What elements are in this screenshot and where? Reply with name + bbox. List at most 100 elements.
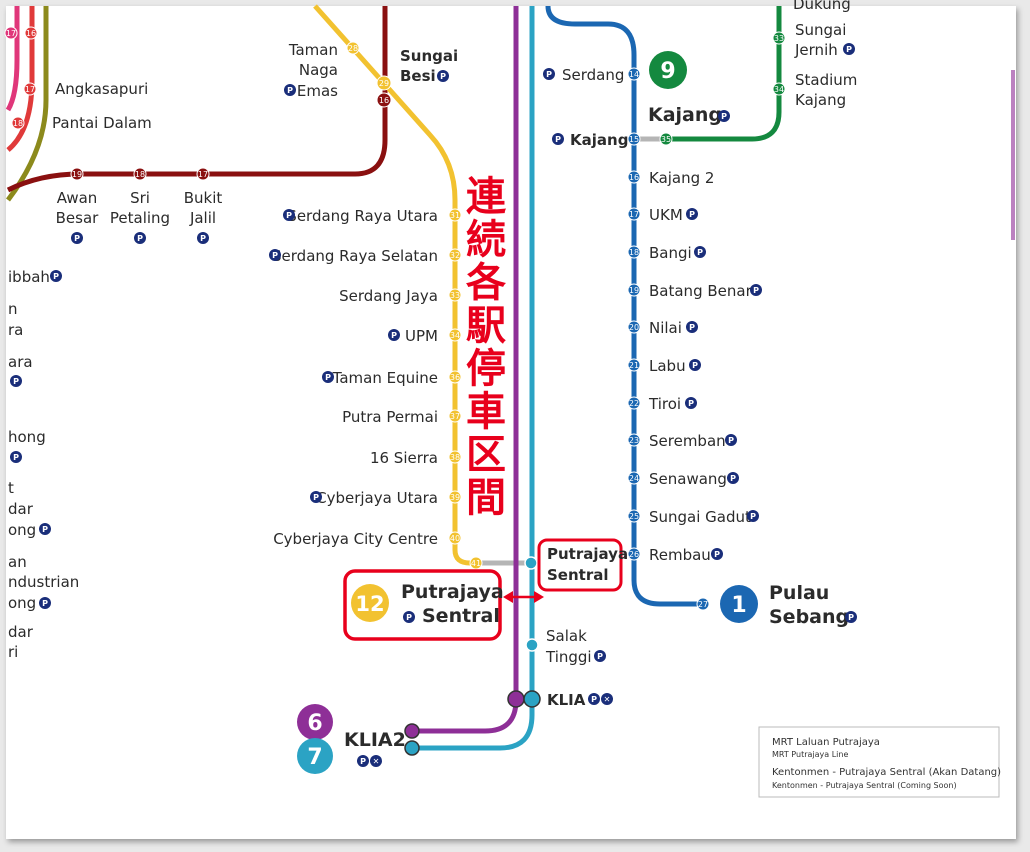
station-bukit-jalil-2: Jalil xyxy=(189,209,216,227)
svg-text:P: P xyxy=(42,599,48,608)
code-17c: 17 xyxy=(198,170,208,179)
svg-text:P: P xyxy=(286,211,292,220)
legend-line-2: MRT Putrajaya Line xyxy=(772,750,848,759)
station-sungai-jernih-2: Jernih xyxy=(794,41,838,59)
station-sungai-besi-1: Sungai xyxy=(400,47,458,65)
svg-text:24: 24 xyxy=(629,474,639,483)
station-sri-petaling-2: Petaling xyxy=(110,209,170,227)
station-pulau-sebang-2: Sebang xyxy=(769,606,849,628)
station-stadium-kajang-2: Kajang xyxy=(795,91,846,109)
map-paper xyxy=(6,6,1016,839)
svg-text:P: P xyxy=(440,72,446,81)
putrajaya-sentral-marker xyxy=(524,556,538,570)
svg-text:P: P xyxy=(555,135,561,144)
line-putrajaya xyxy=(313,4,480,566)
code-29: 29 xyxy=(379,79,389,88)
svg-text:25: 25 xyxy=(629,512,639,521)
svg-text:✕: ✕ xyxy=(604,695,611,704)
svg-text:P: P xyxy=(597,652,603,661)
station-sri-petaling-1: Sri xyxy=(130,189,150,207)
line-pink xyxy=(5,6,20,112)
svg-text:26: 26 xyxy=(629,550,639,559)
station-angkasapuri: Angkasapuri xyxy=(55,80,148,98)
svg-text:P: P xyxy=(313,493,319,502)
station-rembau: Rembau xyxy=(649,546,711,564)
svg-text:dar: dar xyxy=(8,500,34,518)
park-icon xyxy=(284,84,296,96)
station-salak-tinggi-2: Tinggi xyxy=(545,648,592,666)
park-icon xyxy=(357,755,369,767)
svg-text:39: 39 xyxy=(450,493,460,502)
line-sri-petaling xyxy=(6,6,388,193)
svg-text:P: P xyxy=(753,286,759,295)
svg-text:35: 35 xyxy=(661,135,671,144)
park-icon xyxy=(134,232,146,244)
svg-text:20: 20 xyxy=(629,323,639,332)
svg-text:ibbah: ibbah xyxy=(8,268,50,286)
park-icon xyxy=(283,209,295,221)
station-serdang: Serdang xyxy=(562,66,624,84)
svg-text:P: P xyxy=(692,361,698,370)
line-1-badge xyxy=(720,585,758,623)
line-seremban xyxy=(545,5,703,607)
park-icon xyxy=(711,548,723,560)
svg-text:an: an xyxy=(8,553,27,571)
svg-text:P: P xyxy=(53,272,59,281)
station-taman-naga-emas-3: Emas xyxy=(297,82,338,100)
station-16-sierra: 16 Sierra xyxy=(370,449,438,467)
park-icon xyxy=(685,397,697,409)
annotation-char: 区 xyxy=(466,432,506,478)
station-bukit-jalil-1: Bukit xyxy=(184,189,223,207)
park-icon xyxy=(689,359,701,371)
svg-text:14: 14 xyxy=(629,70,639,79)
left-partial-labels: ibbah P n ra ara P hong P t dar ong P an… xyxy=(8,268,79,661)
svg-text:P: P xyxy=(137,234,143,243)
park-icon xyxy=(388,329,400,341)
park-icon xyxy=(686,321,698,333)
klia2-marker-transit xyxy=(404,740,420,756)
svg-text:36: 36 xyxy=(450,373,460,382)
svg-text:7: 7 xyxy=(307,745,322,770)
station-awan-besar-2: Besar xyxy=(56,209,100,227)
svg-text:P: P xyxy=(360,757,366,766)
svg-text:t: t xyxy=(8,479,14,497)
svg-text:P: P xyxy=(728,436,734,445)
station-serdang-raya-utara: Serdang Raya Utara xyxy=(287,207,438,225)
park-icon xyxy=(845,611,857,623)
line-kajang xyxy=(666,6,782,142)
svg-text:27: 27 xyxy=(698,600,708,609)
klia-marker-ekspres xyxy=(507,690,525,708)
svg-text:12: 12 xyxy=(355,592,384,616)
station-taman-equine: Taman Equine xyxy=(332,369,438,387)
svg-text:P: P xyxy=(13,377,19,386)
station-pantai-dalam: Pantai Dalam xyxy=(52,114,152,132)
svg-text:33: 33 xyxy=(774,34,784,43)
svg-text:P: P xyxy=(272,251,278,260)
station-kajang-big: Kajang xyxy=(648,104,722,126)
svg-text:38: 38 xyxy=(450,453,460,462)
svg-text:ri: ri xyxy=(8,643,18,661)
station-putrajaya-sentral-small-2: Sentral xyxy=(547,566,609,584)
station-serdang-raya-selatan: Serdang Raya Selatan xyxy=(272,247,438,265)
station-cyberjaya-city-centre: Cyberjaya City Centre xyxy=(273,530,438,548)
park-icon xyxy=(552,133,564,145)
park-icon xyxy=(594,650,606,662)
svg-text:40: 40 xyxy=(450,534,460,543)
svg-text:P: P xyxy=(325,373,331,382)
svg-text:dar: dar xyxy=(8,623,34,641)
svg-text:P: P xyxy=(391,331,397,340)
station-stadium-kajang-1: Stadium xyxy=(795,71,857,89)
park-icon xyxy=(727,472,739,484)
svg-text:P: P xyxy=(287,86,293,95)
station-awan-besar-1: Awan xyxy=(57,189,98,207)
svg-text:P: P xyxy=(13,453,19,462)
park-icon xyxy=(725,434,737,446)
station-salak-tinggi-1: Salak xyxy=(546,627,587,645)
annotation-char: 連 xyxy=(466,174,507,220)
station-serdang-jaya: Serdang Jaya xyxy=(339,287,438,305)
svg-text:ara: ara xyxy=(8,353,33,371)
code-19: 19 xyxy=(72,170,82,179)
svg-text:P: P xyxy=(200,234,206,243)
svg-text:P: P xyxy=(689,210,695,219)
